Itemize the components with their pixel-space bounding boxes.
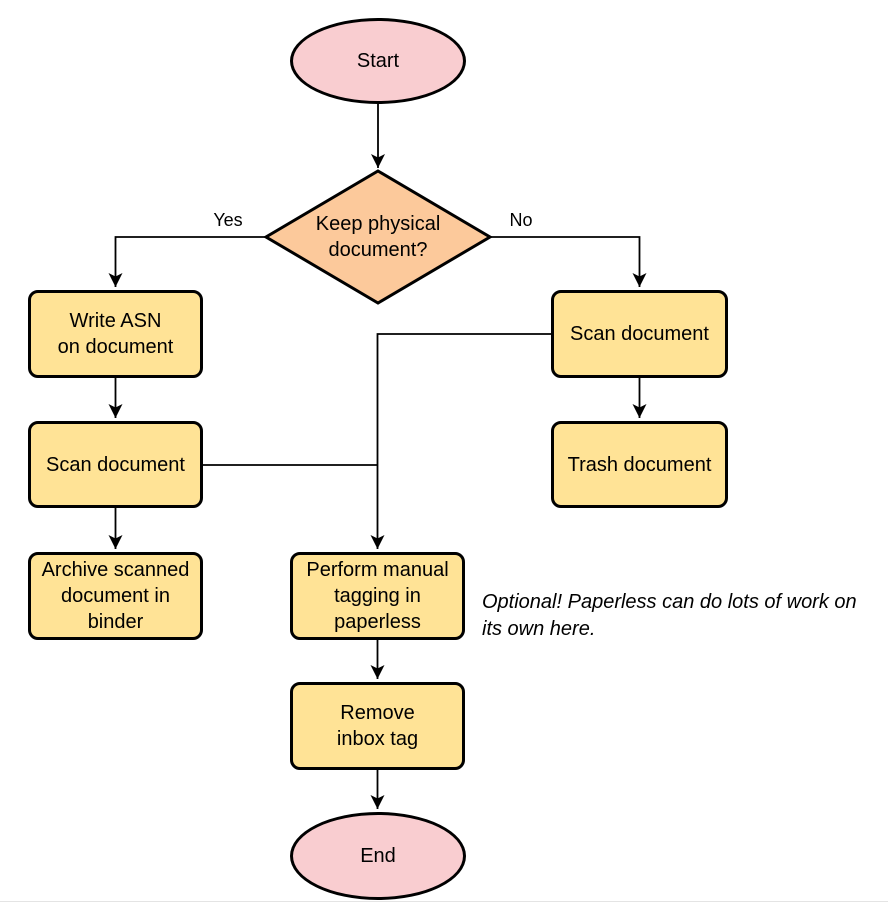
annotation-optional-note: Optional! Paperless can do lots of work … — [482, 591, 857, 640]
edge-label-yes: Yes — [213, 210, 243, 230]
edge-decision-no-to-scan-right — [490, 236, 647, 287]
node-end: End — [290, 812, 466, 900]
decision-diamond-shape — [263, 169, 493, 305]
node-trash-document: Trash document — [551, 421, 728, 508]
node-remove-inbox-tag: Remove inbox tag — [290, 682, 465, 770]
node-scan-document-right: Scan document — [551, 290, 728, 378]
edge-label-no: No — [509, 210, 533, 230]
node-write-asn: Write ASN on document — [28, 290, 203, 378]
node-archive-binder: Archive scanned document in binder — [28, 552, 203, 640]
node-scan-document-left: Scan document — [28, 421, 203, 508]
node-manual-tagging: Perform manual tagging in paperless — [290, 552, 465, 640]
page-bottom-divider — [0, 901, 888, 902]
node-start: Start — [290, 18, 466, 104]
edge-decision-yes-to-write-asn — [108, 236, 266, 287]
node-decision-label: Keep physical document? — [315, 213, 441, 261]
edge-scan-right-to-tagging — [370, 333, 551, 549]
